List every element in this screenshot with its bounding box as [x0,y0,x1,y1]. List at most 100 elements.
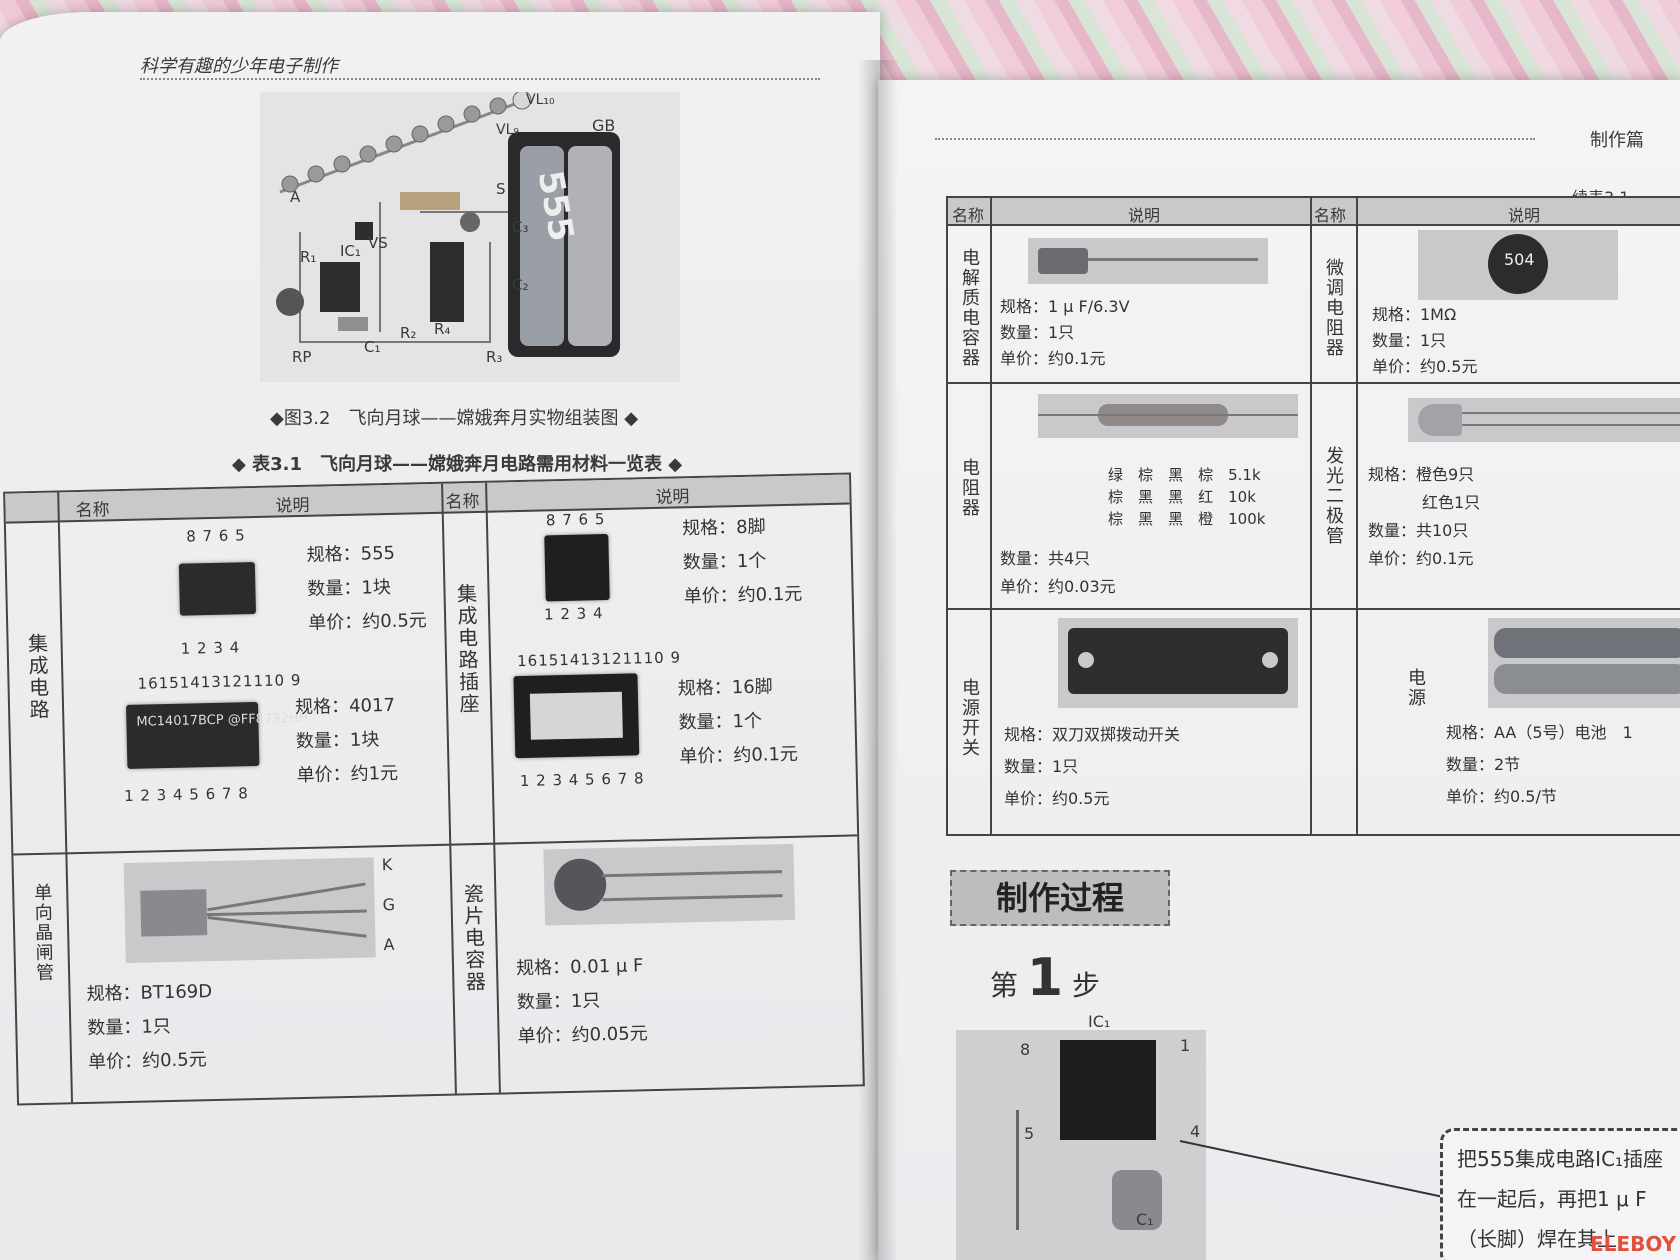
resistor-qty: 数量：共4只 [1000,549,1091,568]
socket16-pins-bottom: 1 2 3 4 5 6 7 8 [519,769,645,791]
row-name-switch: 电源开关 [959,678,980,758]
ceramic-qty: 数量：1只 [516,990,601,1014]
socket8-spec: 规格：8脚 [681,516,766,540]
step-label-c1: C₁ [1136,1210,1154,1229]
step-label: 第 1 步 [990,948,1100,1008]
th-desc-2: 说明 [655,487,690,508]
led-qty: 数量：共10只 [1368,521,1469,540]
thyristor-photo [123,857,376,964]
power-qty: 数量：2节 [1446,755,1521,774]
step-pin-5: 5 [1024,1124,1035,1143]
table-title: ◆ 表3.1 飞向月球——嫦娥奔月电路需用材料一览表 ◆ [232,454,683,475]
led-price: 单价：约0.1元 [1368,549,1474,568]
label-c3: C₃ [512,218,529,236]
ic-socket-photo [1060,1040,1156,1140]
row-name-led: 发光二极管 [1323,446,1344,546]
label-c1: C₁ [364,338,381,356]
th-name-2: 名称 [445,491,480,513]
ceramic-cap-photo [543,843,796,926]
electrolytic-price: 单价：约0.1元 [1000,349,1106,368]
socket8-pins-top: 8 7 6 5 [545,510,606,530]
thyristor-qty: 数量：1只 [87,1016,172,1039]
step-pin-4: 4 [1190,1122,1201,1141]
step1-photo [956,1030,1206,1260]
row-name-ceramic: 瓷片电容器 [460,882,487,994]
socket16-spec: 规格：16脚 [677,676,773,700]
step-suffix: 步 [1072,969,1101,1002]
step-pin-8: 8 [1020,1040,1031,1059]
trimmer-price: 单价：约0.5元 [1372,357,1478,376]
lead-k: K [381,854,393,875]
label-s: S [496,180,506,198]
ic4017-pins-top: 16151413121110 9 [137,670,302,693]
label-gb: GB [592,116,616,135]
row-name-electrolytic: 电解质电容器 [959,248,980,368]
row-name-thyristor: 单向晶闸管 [31,882,55,984]
battery-photo [1488,618,1680,708]
cth-desc-1: 说明 [1128,206,1161,225]
left-page-header: 科学有趣的少年电子制作 [140,56,338,77]
label-vl10: VL₁₀ [526,92,555,108]
led-spec-b: 红色1只 [1422,493,1481,512]
callout-line-1: 把555集成电路IC₁插座 [1457,1147,1664,1171]
lead-a: A [383,934,395,955]
socket16-qty: 数量：1个 [678,710,763,734]
ic4017-pins-bottom: 1 2 3 4 5 6 7 8 [123,784,249,806]
lead-g: G [382,894,396,915]
cont-table-header [948,198,1680,226]
label-ic1: IC₁ [340,242,361,260]
left-page: 科学有趣的少年电子制作 [0,12,880,1260]
electrolytic-qty: 数量：1只 [1000,323,1075,342]
trimmer-marking: 504 [1504,250,1535,269]
step-pin-1: 1 [1180,1036,1191,1055]
thyristor-price: 单价：约0.5元 [87,1049,207,1073]
row-name-ic: 集成电路 [24,632,51,722]
assembly-photo [260,90,680,382]
ic555-price: 单价：约0.5元 [307,610,428,634]
socket16-price: 单价：约0.1元 [679,743,799,768]
resistor-price: 单价：约0.03元 [1000,577,1116,596]
ic4017-marking: MC14017BCP @FF8732HH [136,710,309,730]
switch-qty: 数量：1只 [1004,757,1079,776]
th-name-1: 名称 [75,500,110,522]
socket-8-pin [544,533,610,602]
th-desc-1: 说明 [275,495,310,517]
socket16-pins-top: 16151413121110 9 [516,648,682,671]
code-row-2: 棕 黑 黑 红 10k [1108,488,1256,506]
switch-price: 单价：约0.5元 [1004,789,1110,808]
ic-555-chip [178,562,256,616]
label-r2: R₂ [400,324,417,342]
step-number: 1 [1026,948,1064,1008]
row-name-power: 电源 [1405,668,1426,708]
materials-table: 名称 说明 名称 说明 集成电路 8 7 6 5 1 2 3 4 规格：555 … [3,472,865,1106]
led-photo [1408,398,1680,442]
capacitor-photo [1112,1170,1162,1230]
row-name-trimmer: 微调电阻器 [1323,258,1344,358]
label-a: A [290,188,301,206]
right-header-rule [935,138,1535,140]
resistor-photo [1038,394,1298,438]
trimmer-qty: 数量：1只 [1372,331,1447,350]
label-vl9: VL₉ [496,122,519,138]
callout-line-2: 在一起后，再把1 μ F [1457,1187,1647,1211]
section-title-banner: 制作过程 [950,870,1170,926]
callout-line-3: （长脚）焊在其上 [1457,1227,1617,1251]
cth-name-2: 名称 [1314,206,1347,225]
label-r3: R₃ [486,348,503,366]
code-row-1: 绿 棕 黑 棕 5.1k [1108,466,1261,484]
figure-caption: ◆图3.2 飞向月球——嫦娥奔月实物组装图 ◆ [270,408,639,429]
book-gutter [858,60,898,1260]
ic555-pins-bottom: 1 2 3 4 [180,638,241,658]
label-r1: R₁ [300,248,317,266]
label-rp: RP [292,348,312,366]
header-rule [140,78,820,80]
switch-photo [1058,618,1298,708]
led-spec-a: 规格：橙色9只 [1368,465,1475,484]
label-c2: C₂ [512,276,529,294]
label-vs: VS [368,234,388,252]
cth-name-1: 名称 [952,206,985,225]
right-page-header: 制作篇 [1590,130,1644,151]
power-price: 单价：约0.5/节 [1446,787,1557,806]
trimmer-photo: 504 [1418,230,1618,300]
step-label-ic1: IC₁ [1088,1012,1111,1031]
